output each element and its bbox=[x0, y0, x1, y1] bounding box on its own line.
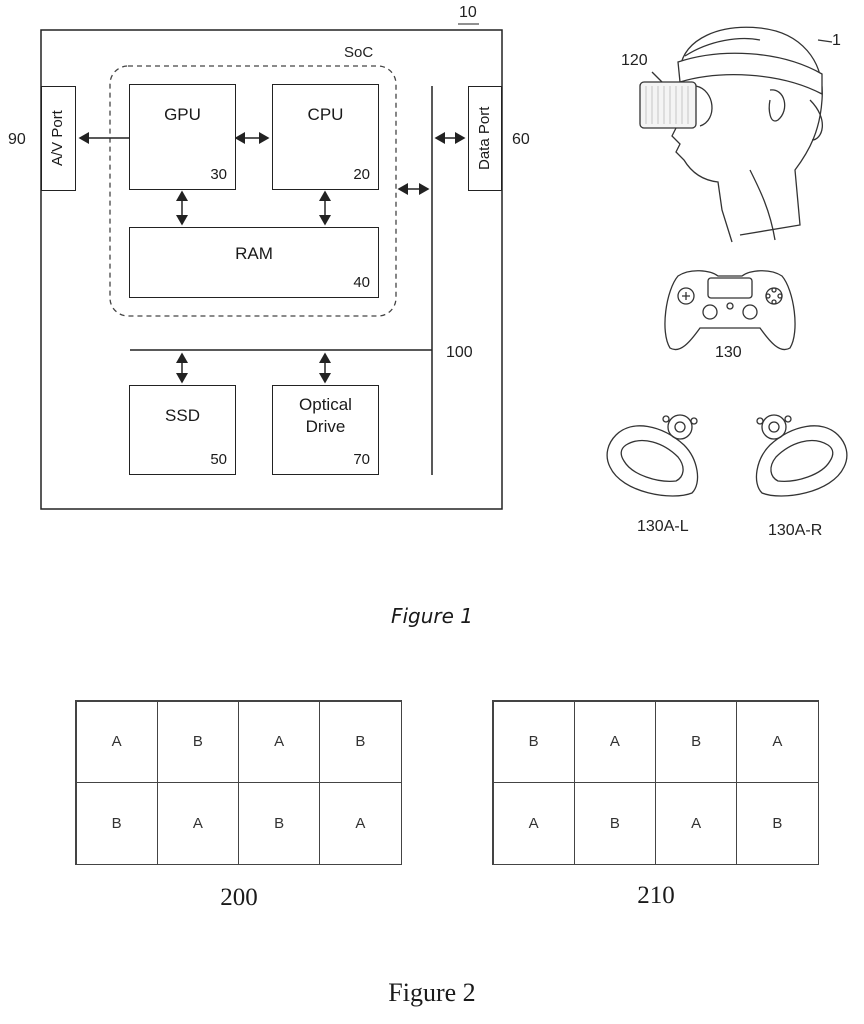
user-with-hmd-illustration bbox=[600, 10, 850, 250]
grid-200: ABABBABA bbox=[75, 700, 402, 865]
bus-ref: 100 bbox=[446, 344, 473, 362]
gpu-ref: 30 bbox=[210, 166, 227, 183]
grid-cell: B bbox=[238, 782, 320, 865]
left-controller-ref: 130A-L bbox=[637, 518, 689, 536]
controller-ref: 130 bbox=[715, 344, 742, 362]
grid-cell: B bbox=[736, 782, 818, 865]
optical-drive-label: Optical Drive bbox=[273, 394, 378, 438]
right-controller-ref: 130A-R bbox=[768, 522, 822, 540]
ram-label: RAM bbox=[130, 244, 378, 264]
cpu-block: CPU 20 bbox=[272, 84, 379, 190]
grid-cell: A bbox=[319, 782, 401, 865]
ram-ref: 40 bbox=[353, 274, 370, 291]
cpu-label: CPU bbox=[273, 105, 378, 125]
grid-cell: A bbox=[574, 701, 656, 784]
vr-controllers-illustration bbox=[602, 405, 852, 505]
system-ref: 10 bbox=[459, 4, 477, 22]
grid-cell: B bbox=[574, 782, 656, 865]
user-ref: 1 bbox=[832, 32, 841, 50]
grid-cell: B bbox=[157, 701, 239, 784]
grid-cell: A bbox=[76, 701, 158, 784]
gpu-block: GPU 30 bbox=[129, 84, 236, 190]
game-controller-illustration bbox=[660, 262, 800, 354]
data-port-label: Data Port bbox=[475, 87, 495, 190]
grid-cell: B bbox=[319, 701, 401, 784]
av-port-label: A/V Port bbox=[48, 87, 68, 190]
grid-cell: A bbox=[493, 782, 575, 865]
grid-cell: A bbox=[238, 701, 320, 784]
av-port-box: A/V Port bbox=[41, 86, 76, 191]
figure-1-caption: Figure 1 bbox=[332, 604, 532, 628]
figure-2-caption: Figure 2 bbox=[332, 978, 532, 1008]
hmd-ref: 120 bbox=[621, 52, 648, 70]
ssd-label: SSD bbox=[130, 406, 235, 426]
grid-cell: B bbox=[493, 701, 575, 784]
ssd-ref: 50 bbox=[210, 451, 227, 468]
soc-label: SoC bbox=[344, 44, 373, 61]
grid-200-ref: 200 bbox=[189, 884, 289, 912]
data-port-box: Data Port bbox=[468, 86, 502, 191]
grid-cell: A bbox=[736, 701, 818, 784]
ram-block: RAM 40 bbox=[129, 227, 379, 298]
grid-210-ref: 210 bbox=[606, 882, 706, 910]
grid-cell: A bbox=[157, 782, 239, 865]
optical-drive-ref: 70 bbox=[353, 451, 370, 468]
grid-cell: B bbox=[76, 782, 158, 865]
gpu-label: GPU bbox=[130, 105, 235, 125]
data-port-ref: 60 bbox=[512, 131, 530, 149]
ssd-block: SSD 50 bbox=[129, 385, 236, 475]
optical-drive-block: Optical Drive 70 bbox=[272, 385, 379, 475]
av-port-ref: 90 bbox=[8, 131, 26, 149]
grid-cell: B bbox=[655, 701, 737, 784]
cpu-ref: 20 bbox=[353, 166, 370, 183]
grid-cell: A bbox=[655, 782, 737, 865]
grid-210: BABAABAB bbox=[492, 700, 819, 865]
